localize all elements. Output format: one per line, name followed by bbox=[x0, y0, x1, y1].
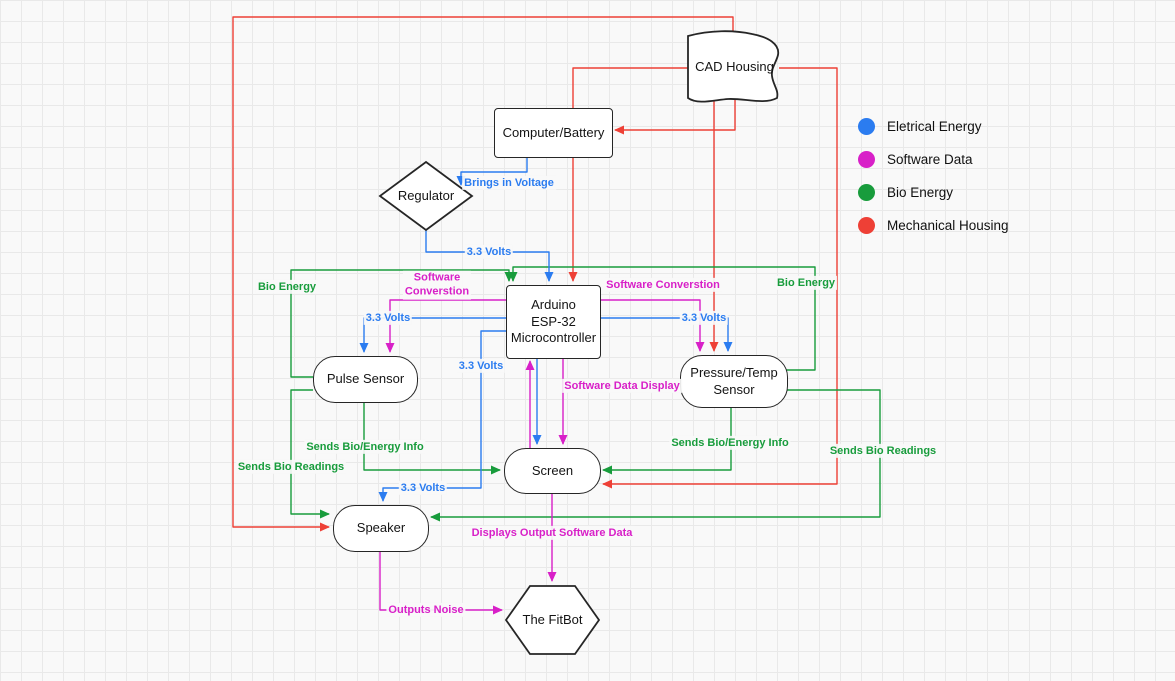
edge-label-3-3-volts[interactable]: 3.3 Volts bbox=[679, 310, 729, 326]
node-label: Pulse Sensor bbox=[326, 371, 405, 387]
flag-shape bbox=[687, 30, 780, 103]
node-fitbot[interactable]: The FitBot bbox=[504, 584, 601, 656]
node-regulator[interactable]: Regulator bbox=[378, 160, 474, 232]
bio-energy-swatch-icon bbox=[858, 184, 875, 201]
edge-label-displays-output-software-data[interactable]: Displays Output Software Data bbox=[469, 525, 635, 541]
legend-item-electrical-energy[interactable]: Eletrical Energy bbox=[858, 118, 1009, 135]
edge-label-sends-bio-energy-info-left[interactable]: Sends Bio/Energy Info bbox=[304, 439, 426, 455]
legend-label: Bio Energy bbox=[887, 185, 954, 200]
edge-label-bio-energy-left[interactable]: Bio Energy bbox=[255, 279, 319, 295]
node-cad-housing[interactable]: CAD Housing bbox=[686, 28, 783, 106]
legend-item-bio-energy[interactable]: Bio Energy bbox=[858, 184, 1009, 201]
edge-label-sends-bio-energy-info-right[interactable]: Sends Bio/Energy Info bbox=[669, 435, 791, 451]
edge-label-sends-bio-readings-left[interactable]: Sends Bio Readings bbox=[235, 459, 347, 475]
hexagon-shape bbox=[504, 585, 601, 655]
edge-pulse-to-screen-bio[interactable] bbox=[363, 401, 501, 475]
node-speaker[interactable]: Speaker bbox=[333, 505, 429, 552]
edge-pressure-to-arduino-bio[interactable] bbox=[508, 266, 816, 371]
node-label: Speaker bbox=[356, 520, 406, 536]
edge-label-bio-energy-right[interactable]: Bio Energy bbox=[774, 275, 838, 291]
diamond-shape bbox=[378, 160, 474, 232]
edge-label-software-converstion-left[interactable]: Software Converstion bbox=[402, 270, 472, 300]
node-label: The FitBot bbox=[522, 611, 583, 627]
node-label: Screen bbox=[531, 462, 574, 478]
legend: Eletrical Energy Software Data Bio Energ… bbox=[858, 118, 1009, 250]
edge-arduino-to-pulse-software[interactable] bbox=[385, 299, 506, 353]
node-arduino-microcontroller[interactable]: Arduino ESP-32 Microcontroller bbox=[506, 285, 601, 359]
edge-pulse-to-speaker-bio[interactable] bbox=[290, 389, 330, 519]
legend-label: Software Data bbox=[887, 152, 973, 167]
edge-pressure-to-screen-bio[interactable] bbox=[602, 406, 732, 475]
edge-label-outputs-noise[interactable]: Outputs Noise bbox=[386, 602, 466, 618]
edge-label-software-converstion-right[interactable]: Software Converstion bbox=[604, 277, 722, 293]
node-label: Pressure/Temp Sensor bbox=[690, 364, 778, 397]
edge-label-brings-in-voltage[interactable]: Brings in Voltage bbox=[462, 175, 556, 191]
electrical-energy-swatch-icon bbox=[858, 118, 875, 135]
node-pulse-sensor[interactable]: Pulse Sensor bbox=[313, 356, 418, 403]
edge-label-sends-bio-readings-right[interactable]: Sends Bio Readings bbox=[827, 443, 939, 459]
legend-label: Eletrical Energy bbox=[887, 119, 982, 134]
edge-label-3-3-volts[interactable]: 3.3 Volts bbox=[363, 310, 413, 326]
legend-item-mechanical-housing[interactable]: Mechanical Housing bbox=[858, 217, 1009, 234]
node-pressure-temp-sensor[interactable]: Pressure/Temp Sensor bbox=[680, 355, 788, 408]
edge-cad-to-speaker[interactable] bbox=[232, 16, 734, 532]
edge-cad-to-computer-battery[interactable] bbox=[614, 100, 736, 135]
edge-speaker-to-fitbot[interactable] bbox=[379, 550, 503, 615]
edge-cad-to-arduino[interactable] bbox=[568, 67, 690, 282]
edge-pressure-to-speaker-bio[interactable] bbox=[430, 389, 881, 522]
edge-label-software-data-display[interactable]: Software Data Display bbox=[562, 378, 682, 394]
node-label: Arduino ESP-32 Microcontroller bbox=[510, 296, 597, 346]
node-screen[interactable]: Screen bbox=[504, 448, 601, 494]
legend-label: Mechanical Housing bbox=[887, 218, 1009, 233]
edge-arduino-to-pressure-software[interactable] bbox=[599, 299, 705, 352]
node-label: Computer/Battery bbox=[502, 124, 605, 140]
node-label: Regulator bbox=[397, 187, 455, 203]
edge-arduino-to-speaker-power[interactable] bbox=[378, 330, 506, 502]
software-data-swatch-icon bbox=[858, 151, 875, 168]
edge-label-3-3-volts[interactable]: 3.3 Volts bbox=[464, 244, 514, 260]
mechanical-housing-swatch-icon bbox=[858, 217, 875, 234]
edge-label-3-3-volts[interactable]: 3.3 Volts bbox=[398, 480, 448, 496]
legend-item-software-data[interactable]: Software Data bbox=[858, 151, 1009, 168]
node-label: CAD Housing bbox=[695, 58, 774, 74]
edge-label-3-3-volts[interactable]: 3.3 Volts bbox=[456, 358, 506, 374]
node-computer-battery[interactable]: Computer/Battery bbox=[494, 108, 613, 158]
edge-battery-to-regulator[interactable] bbox=[456, 156, 528, 186]
